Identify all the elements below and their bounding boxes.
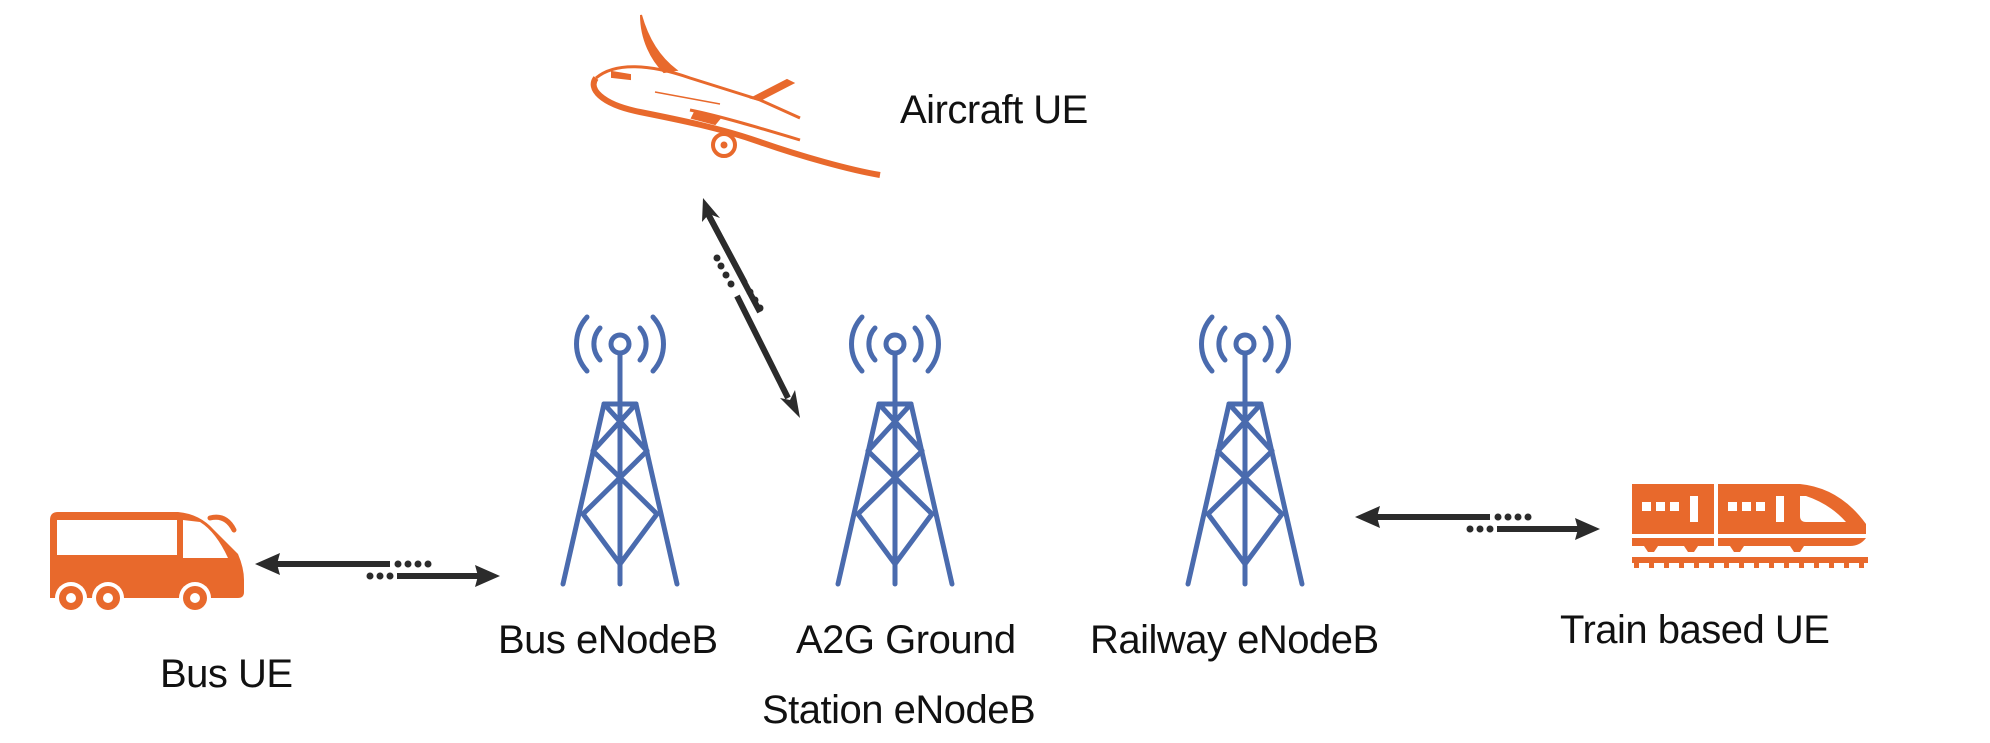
aircraft-ue-label: Aircraft UE — [900, 88, 1088, 132]
train-icon — [1632, 484, 1868, 568]
railway-enodeb-label: Railway eNodeB — [1090, 618, 1379, 662]
bus-enodeb-tower-icon — [563, 317, 677, 584]
bus-icon — [50, 512, 244, 614]
a2g-enodeb-label-line2: Station eNodeB — [762, 688, 1036, 732]
train-link-arrow — [1355, 506, 1600, 540]
bus-link-arrow — [255, 553, 500, 587]
a2g-enodeb-tower-icon — [838, 317, 952, 584]
aircraft-a2g-link-arrow — [702, 198, 800, 418]
airplane-icon — [590, 14, 881, 178]
railway-enodeb-tower-icon — [1188, 317, 1302, 584]
train-ue-label: Train based UE — [1560, 608, 1830, 652]
a2g-enodeb-label-line1: A2G Ground — [796, 618, 1016, 662]
bus-enodeb-label: Bus eNodeB — [498, 618, 718, 662]
bus-ue-label: Bus UE — [160, 652, 293, 696]
